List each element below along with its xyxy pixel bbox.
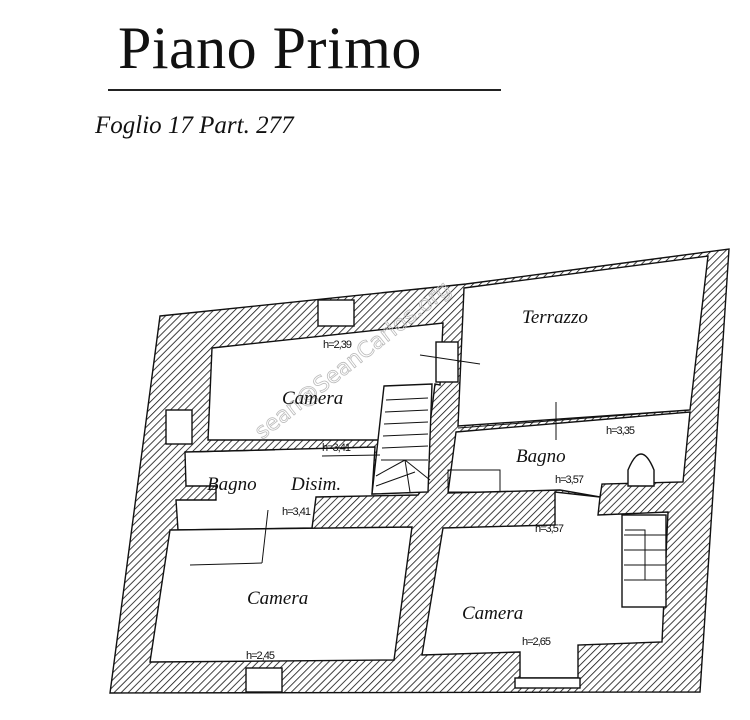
height-terrazzo-edge: h=3,35 <box>606 425 635 437</box>
height-bagno-right: h=3,57 <box>555 474 584 486</box>
label-terrazzo: Terrazzo <box>522 307 588 328</box>
room-camera-bottom-left <box>149 526 413 663</box>
label-camera-bottom-right: Camera <box>462 603 523 624</box>
label-disim: Disim. <box>290 474 341 495</box>
height-camera-top: h=2,39 <box>323 339 352 351</box>
height-passage: h=3,57 <box>535 523 564 535</box>
label-bagno-right: Bagno <box>516 446 566 467</box>
window <box>165 409 193 445</box>
cadastral-reference: Foglio 17 Part. 277 <box>95 112 294 139</box>
window <box>435 341 459 383</box>
stair-right <box>621 514 667 608</box>
room-camera-bottom-right <box>421 491 669 679</box>
window <box>317 299 355 327</box>
page-title: Piano Primo <box>118 15 422 81</box>
label-camera-bottom-left: Camera <box>247 588 308 609</box>
height-camera-bottom-right: h=2,65 <box>522 636 551 648</box>
height-bagno-left: h=3,41 <box>282 506 311 518</box>
arch-niche <box>627 453 655 487</box>
height-disim: h=3,41 <box>322 442 351 454</box>
label-camera-top: Camera <box>282 388 343 409</box>
door <box>514 677 581 689</box>
title-underline <box>108 89 501 91</box>
height-camera-bottom-left: h=2,45 <box>246 650 275 662</box>
label-bagno-left: Bagno <box>207 474 257 495</box>
door <box>245 667 283 693</box>
